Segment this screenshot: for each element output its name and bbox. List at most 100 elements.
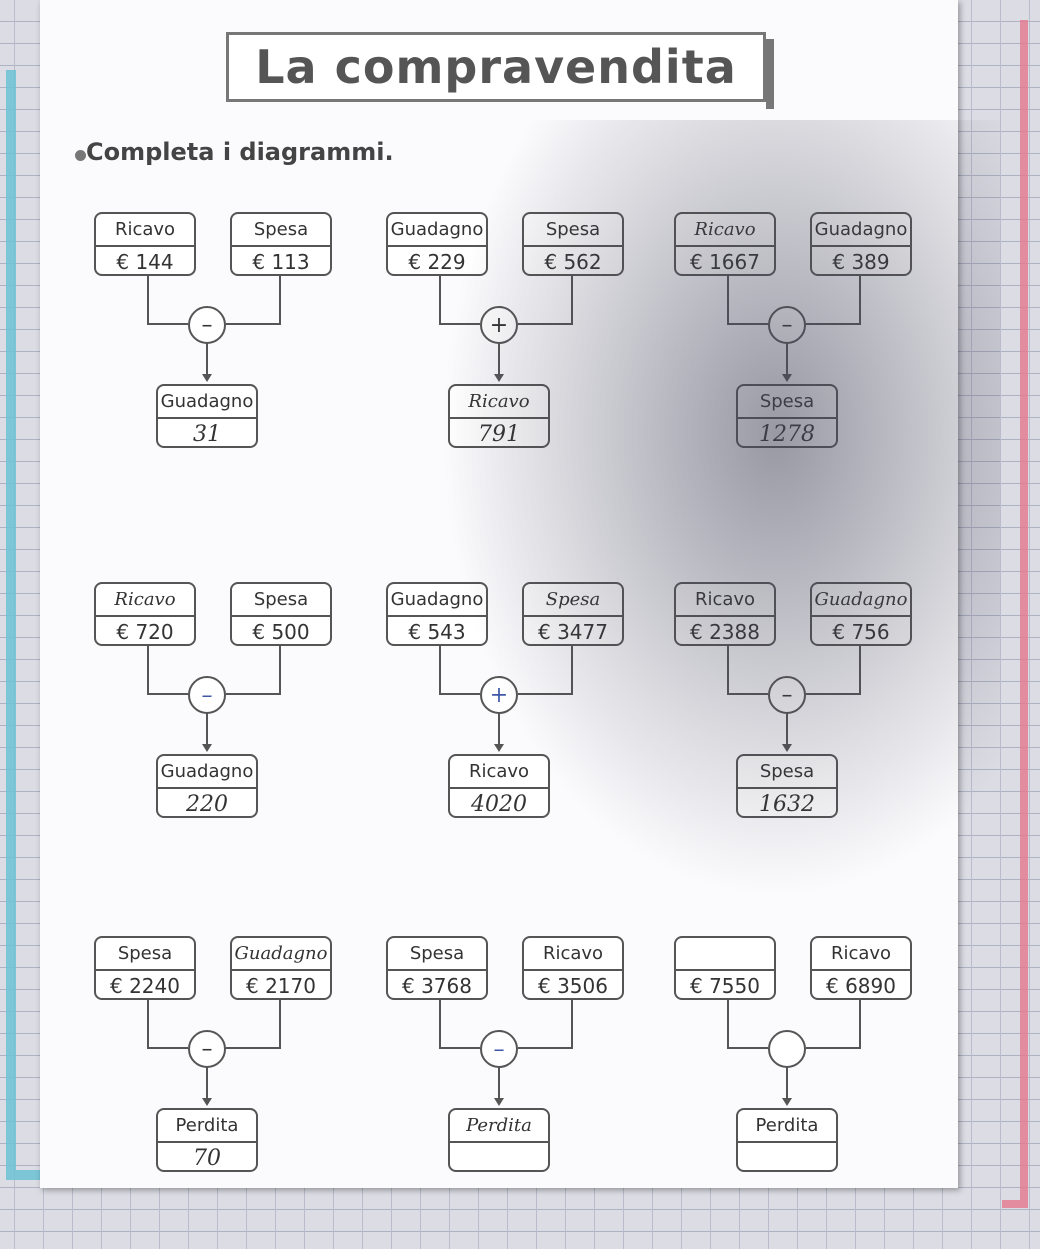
result-box[interactable]: Guadagno 31: [156, 384, 258, 448]
result-box[interactable]: Ricavo 4020: [448, 754, 550, 818]
left-label: Guadagno: [388, 214, 486, 247]
right-box: Spesa € 500: [230, 582, 332, 646]
left-label: Ricavo: [676, 214, 774, 247]
diagram-8: Spesa € 3768 Ricavo€ 3506– Perdita: [380, 936, 640, 1176]
diagram-1: Ricavo € 144 Spesa€ 113– Guadagno 31: [88, 212, 348, 452]
left-box: Guadagno € 229: [386, 212, 488, 276]
left-box: € 7550: [674, 936, 776, 1000]
right-label: Guadagno: [812, 214, 910, 247]
diagram-2: Guadagno € 229 Spesa€ 562+ Ricavo 791: [380, 212, 640, 452]
diagram-3: Ricavo € 1667 Guadagno € 389 – Spesa 1278: [668, 212, 928, 452]
left-box: Spesa € 3768: [386, 936, 488, 1000]
instruction-text: Completa i diagrammi.: [86, 138, 394, 166]
right-label: Spesa: [524, 214, 622, 247]
left-value: € 543: [408, 620, 466, 644]
connector-lines: [147, 276, 281, 382]
result-label: Guadagno: [158, 386, 256, 419]
page-title: La compravendita: [226, 32, 774, 109]
result-value[interactable]: 791: [478, 422, 520, 447]
left-box: Ricavo € 2388: [674, 582, 776, 646]
result-label: Guadagno: [158, 756, 256, 789]
result-box[interactable]: Spesa 1278: [736, 384, 838, 448]
result-box[interactable]: Guadagno 220: [156, 754, 258, 818]
result-box[interactable]: Perdita: [736, 1108, 838, 1172]
result-label: Ricavo: [450, 386, 548, 419]
left-label: Ricavo: [96, 584, 194, 617]
left-value: € 1667: [690, 250, 760, 274]
result-value[interactable]: 31: [193, 422, 221, 447]
result-label: Spesa: [738, 756, 836, 789]
operator-circle[interactable]: –: [188, 676, 226, 714]
left-box: Spesa € 2240: [94, 936, 196, 1000]
right-value: € 2170: [246, 974, 316, 998]
operator-circle[interactable]: –: [188, 1030, 226, 1068]
right-box: Guadagno € 2170: [230, 936, 332, 1000]
result-box[interactable]: Spesa 1632: [736, 754, 838, 818]
diagram-5: Guadagno € 543 Spesa€ 3477+ Ricavo 4020: [380, 582, 640, 822]
left-label: Spesa: [388, 938, 486, 971]
right-value: € 389: [832, 250, 890, 274]
worksheet: La compravendita Completa i diagrammi. R…: [40, 0, 1000, 1188]
diagram-4: Ricavo€ 720 Spesa € 500 – Guadagno 220: [88, 582, 348, 822]
operator-circle[interactable]: +: [480, 676, 518, 714]
left-label: Spesa: [96, 938, 194, 971]
right-value: € 500: [252, 620, 310, 644]
result-label: Ricavo: [450, 756, 548, 789]
operator-circle[interactable]: –: [768, 306, 806, 344]
bullet-icon: [75, 150, 86, 161]
connector-lines: [147, 646, 281, 752]
result-label: Perdita: [158, 1110, 256, 1143]
result-box[interactable]: Ricavo 791: [448, 384, 550, 448]
left-box: Ricavo € 1667: [674, 212, 776, 276]
left-label: Ricavo: [96, 214, 194, 247]
right-label: Guadagno: [812, 584, 910, 617]
right-label: Ricavo: [812, 938, 910, 971]
right-label: Spesa: [232, 214, 330, 247]
left-value: € 3768: [402, 974, 472, 998]
right-label: Spesa: [232, 584, 330, 617]
left-label: [676, 938, 774, 971]
operator-circle[interactable]: –: [188, 306, 226, 344]
result-value[interactable]: 1632: [759, 792, 815, 817]
right-box: Guadagno € 389: [810, 212, 912, 276]
left-box: Ricavo€ 720: [94, 582, 196, 646]
connector-lines: [147, 1000, 281, 1106]
left-label: Guadagno: [388, 584, 486, 617]
result-box[interactable]: Perdita 70: [156, 1108, 258, 1172]
red-margin-line: [1002, 20, 1028, 1208]
operator-circle[interactable]: [768, 1030, 806, 1068]
result-value[interactable]: [450, 1143, 548, 1174]
left-value: € 229: [408, 250, 466, 274]
left-value: € 144: [116, 250, 174, 274]
right-label: Guadagno: [232, 938, 330, 971]
result-value[interactable]: 1278: [759, 422, 815, 447]
left-box: Ricavo € 144: [94, 212, 196, 276]
right-value: € 3477: [538, 620, 608, 644]
right-box: Ricavo€ 3506: [522, 936, 624, 1000]
left-value: € 2240: [110, 974, 180, 998]
right-value: € 756: [832, 620, 890, 644]
result-box[interactable]: Perdita: [448, 1108, 550, 1172]
left-value: € 7550: [690, 974, 760, 998]
operator-circle[interactable]: –: [768, 676, 806, 714]
left-box: Guadagno € 543: [386, 582, 488, 646]
operator-circle[interactable]: –: [480, 1030, 518, 1068]
right-box: Spesa€ 562: [522, 212, 624, 276]
right-box: Spesa€ 113: [230, 212, 332, 276]
result-value[interactable]: 4020: [471, 792, 527, 817]
result-label: Perdita: [450, 1110, 548, 1143]
right-box: Guadagno € 756: [810, 582, 912, 646]
result-value[interactable]: [738, 1143, 836, 1174]
diagram-6: Ricavo € 2388 Guadagno € 756 – Spesa 1632: [668, 582, 928, 822]
diagram-7: Spesa € 2240 Guadagno € 2170 – Perdita 70: [88, 936, 348, 1176]
operator-circle[interactable]: +: [480, 306, 518, 344]
result-value[interactable]: 220: [186, 792, 228, 817]
result-label: Perdita: [738, 1110, 836, 1143]
result-value[interactable]: 70: [193, 1146, 221, 1171]
connector-lines: [727, 1000, 861, 1106]
left-label: Ricavo: [676, 584, 774, 617]
connector-lines: [439, 1000, 573, 1106]
result-label: Spesa: [738, 386, 836, 419]
right-box: Spesa€ 3477: [522, 582, 624, 646]
left-value: € 2388: [690, 620, 760, 644]
